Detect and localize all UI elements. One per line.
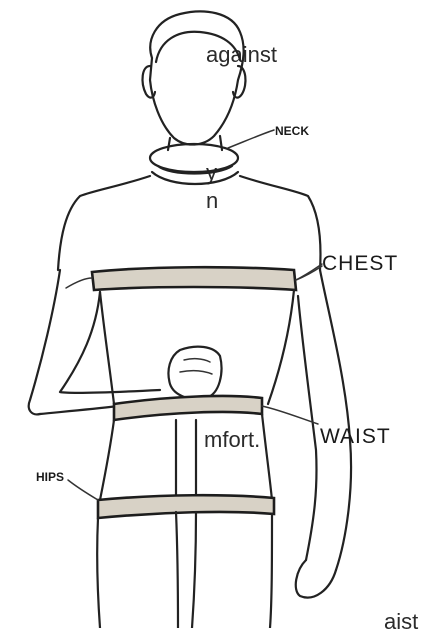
torso-right — [268, 290, 294, 404]
label-chest: CHEST — [322, 252, 398, 276]
left-ear — [143, 66, 155, 98]
fist-knuckle-1 — [184, 359, 210, 362]
collar-outer — [150, 144, 238, 172]
waist-pointer-line — [262, 406, 318, 424]
leg-right-inner — [192, 512, 196, 628]
leg-right-outer — [270, 514, 272, 628]
label-waist: WAIST — [320, 425, 391, 449]
neck-pointer-line — [228, 130, 274, 148]
right-shoulder — [240, 176, 321, 270]
label-neck: NECK — [275, 124, 309, 138]
right-hand — [296, 560, 336, 598]
neck-left — [168, 138, 170, 150]
right-arm-outer — [320, 270, 351, 570]
chest-tape — [92, 267, 296, 290]
hair-line — [156, 32, 240, 62]
left-arm-outer — [29, 270, 60, 414]
left-shoulder — [58, 176, 150, 270]
fist-knuckle-2 — [180, 371, 212, 374]
hip-right — [262, 414, 272, 500]
label-hips: HIPS — [36, 470, 64, 484]
hip-left — [100, 420, 114, 500]
fist — [168, 347, 221, 400]
chest-pointer-line — [296, 264, 322, 280]
leg-left-outer — [97, 518, 100, 628]
chest-tape-arm-left — [66, 278, 92, 288]
right-arm-inner — [298, 296, 317, 560]
hips-tape — [98, 495, 274, 518]
leg-left-inner — [176, 512, 178, 628]
torso-left — [100, 292, 114, 404]
waist-tape — [114, 396, 262, 420]
hips-pointer-line — [68, 480, 98, 500]
